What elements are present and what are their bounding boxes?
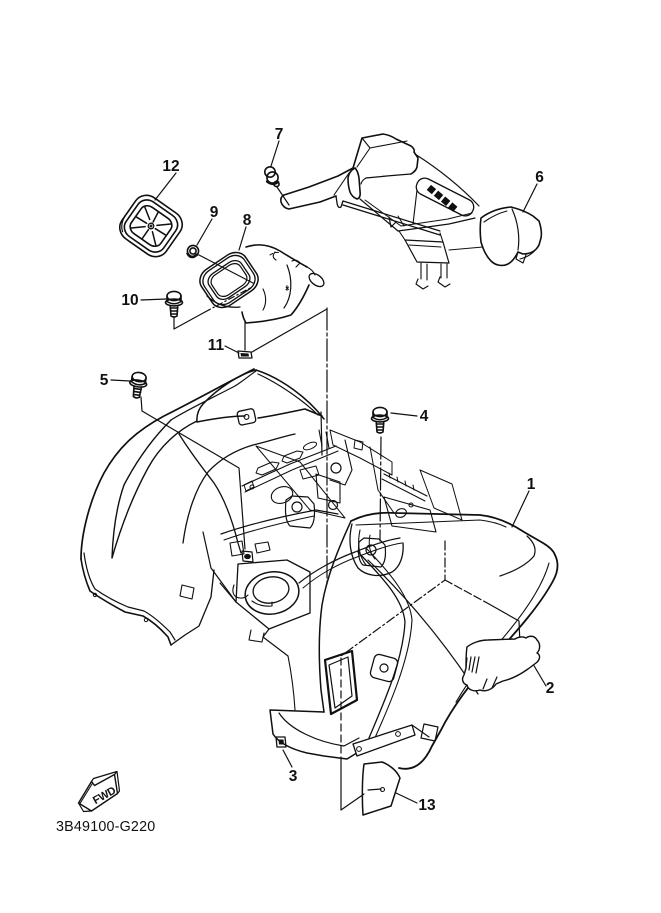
svg-text:3B49100-G220: 3B49100-G220 <box>56 819 155 835</box>
svg-text:10: 10 <box>121 292 138 309</box>
svg-text:FWD: FWD <box>91 785 118 807</box>
svg-text:11: 11 <box>208 337 225 354</box>
svg-text:7: 7 <box>275 126 284 143</box>
svg-text:13: 13 <box>418 797 436 814</box>
svg-text:8: 8 <box>243 212 252 229</box>
svg-text:5: 5 <box>100 372 109 389</box>
svg-text:6: 6 <box>535 169 544 186</box>
svg-text:2: 2 <box>546 680 555 697</box>
svg-text:9: 9 <box>210 204 219 221</box>
svg-text:4: 4 <box>420 408 429 425</box>
svg-text:1: 1 <box>527 476 536 493</box>
svg-text:3: 3 <box>289 768 298 785</box>
svg-text:12: 12 <box>162 158 179 175</box>
